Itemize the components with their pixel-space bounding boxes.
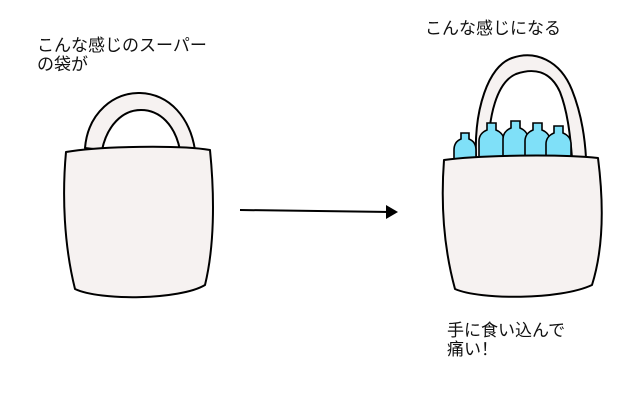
- caption-result-line1: 手に食い込んで: [447, 321, 566, 341]
- full-bag-body: [441, 154, 603, 298]
- bottles: [453, 120, 572, 161]
- empty-bag: [63, 91, 214, 299]
- arrow-right-icon: [239, 205, 398, 219]
- full-bag: [441, 54, 603, 298]
- caption-result-line2: 痛い！: [447, 340, 498, 360]
- caption-result: 手に食い込んで 痛い！: [447, 322, 565, 360]
- caption-after: こんな感じになる: [425, 20, 561, 39]
- bottle: [453, 132, 477, 161]
- caption-before: こんな感じのスーパー の袋が: [37, 37, 207, 75]
- caption-before-line2: の袋が: [37, 55, 88, 75]
- caption-after-line1: こんな感じになる: [425, 19, 561, 39]
- empty-bag-handle: [84, 91, 196, 151]
- caption-before-line1: こんな感じのスーパー: [37, 36, 207, 56]
- empty-bag-body: [63, 145, 214, 299]
